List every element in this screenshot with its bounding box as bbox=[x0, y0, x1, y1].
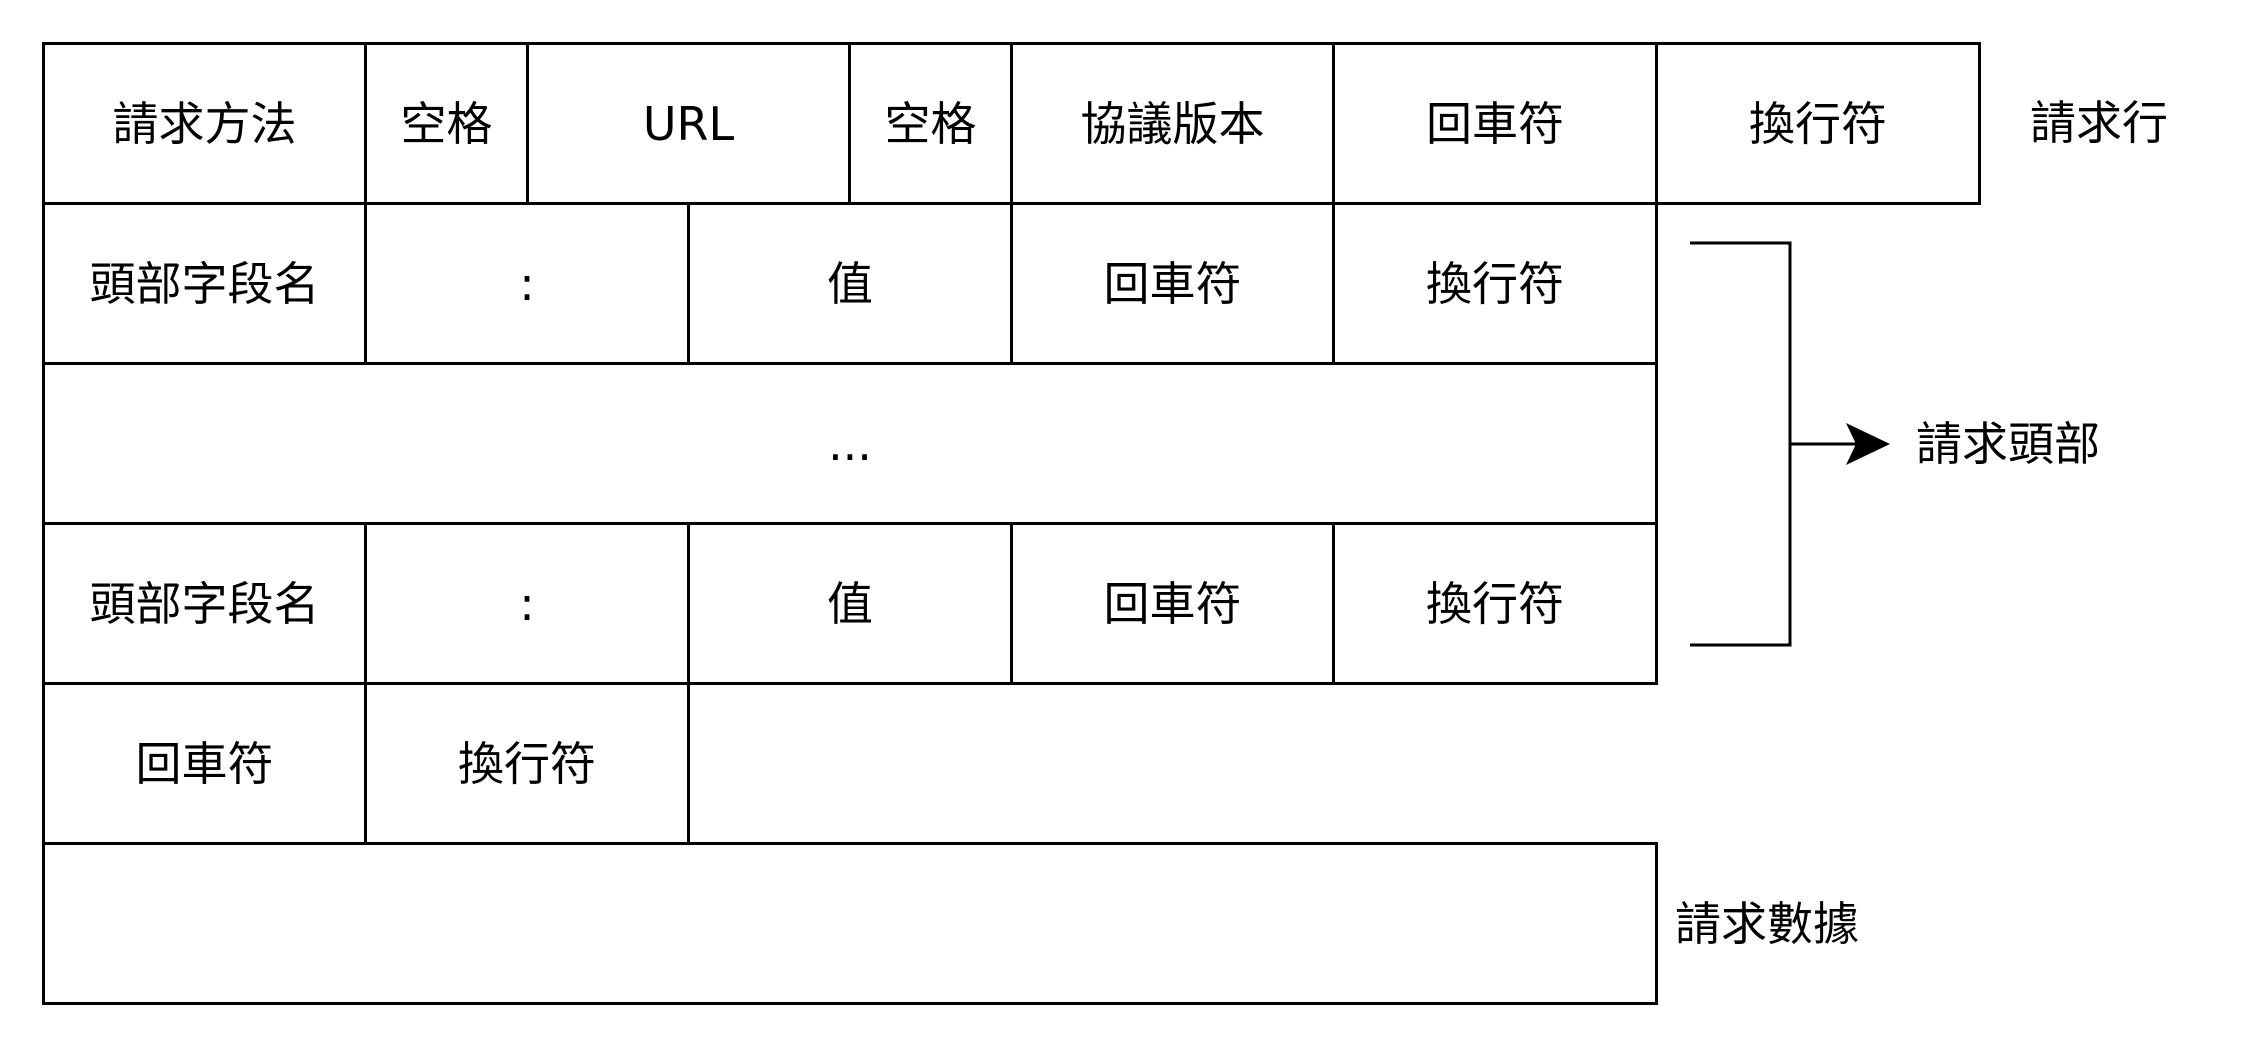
header-1-lf-text: 換行符 bbox=[1426, 256, 1564, 311]
header-2-value-cell: 值 bbox=[687, 522, 1013, 685]
header-2-name-text: 頭部字段名 bbox=[89, 576, 320, 631]
header-1-colon-text: : bbox=[519, 256, 535, 311]
request-line-cr-text: 回車符 bbox=[1426, 96, 1564, 151]
header-1-value-cell: 值 bbox=[687, 202, 1013, 365]
header-bracket bbox=[1690, 241, 1792, 647]
request-line-cr-cell: 回車符 bbox=[1332, 42, 1658, 205]
header-1-name-cell: 頭部字段名 bbox=[42, 202, 367, 365]
header-1-colon-cell: : bbox=[364, 202, 690, 365]
request-method-text: 請求方法 bbox=[112, 96, 297, 151]
header-1-name-text: 頭部字段名 bbox=[89, 256, 320, 311]
space-cell-2: 空格 bbox=[848, 42, 1013, 205]
protocol-version-text: 協議版本 bbox=[1080, 96, 1265, 151]
header-2-value-text: 值 bbox=[827, 576, 873, 631]
request-method-cell: 請求方法 bbox=[42, 42, 367, 205]
blank-line-lf-text: 換行符 bbox=[458, 736, 596, 791]
request-line-lf-cell: 換行符 bbox=[1655, 42, 1981, 205]
space-text-1: 空格 bbox=[400, 96, 493, 151]
request-line-lf-text: 換行符 bbox=[1749, 96, 1887, 151]
header-2-lf-cell: 換行符 bbox=[1332, 522, 1658, 685]
header-2-cr-text: 回車符 bbox=[1103, 576, 1242, 631]
header-2-lf-text: 換行符 bbox=[1426, 576, 1564, 631]
blank-line-cr-cell: 回車符 bbox=[42, 682, 367, 845]
request-header-label: 請求頭部 bbox=[1916, 417, 2100, 471]
blank-line-cr-text: 回車符 bbox=[135, 736, 274, 791]
ellipsis-text: ... bbox=[828, 416, 872, 471]
protocol-version-cell: 協議版本 bbox=[1010, 42, 1335, 205]
header-2-name-cell: 頭部字段名 bbox=[42, 522, 367, 685]
header-1-cr-text: 回車符 bbox=[1103, 256, 1242, 311]
url-cell: URL bbox=[526, 42, 851, 205]
request-line-label: 請求行 bbox=[2030, 96, 2168, 150]
header-1-value-text: 值 bbox=[827, 256, 873, 311]
header-2-colon-text: : bbox=[519, 576, 535, 631]
header-1-cr-cell: 回車符 bbox=[1010, 202, 1335, 365]
header-1-lf-cell: 換行符 bbox=[1332, 202, 1658, 365]
header-2-cr-cell: 回車符 bbox=[1010, 522, 1335, 685]
url-text: URL bbox=[642, 96, 735, 151]
request-body-label: 請求數據 bbox=[1675, 897, 1859, 951]
space-text-2: 空格 bbox=[884, 96, 977, 151]
request-body-box bbox=[42, 842, 1658, 1005]
arrow-head-icon bbox=[1846, 423, 1890, 465]
